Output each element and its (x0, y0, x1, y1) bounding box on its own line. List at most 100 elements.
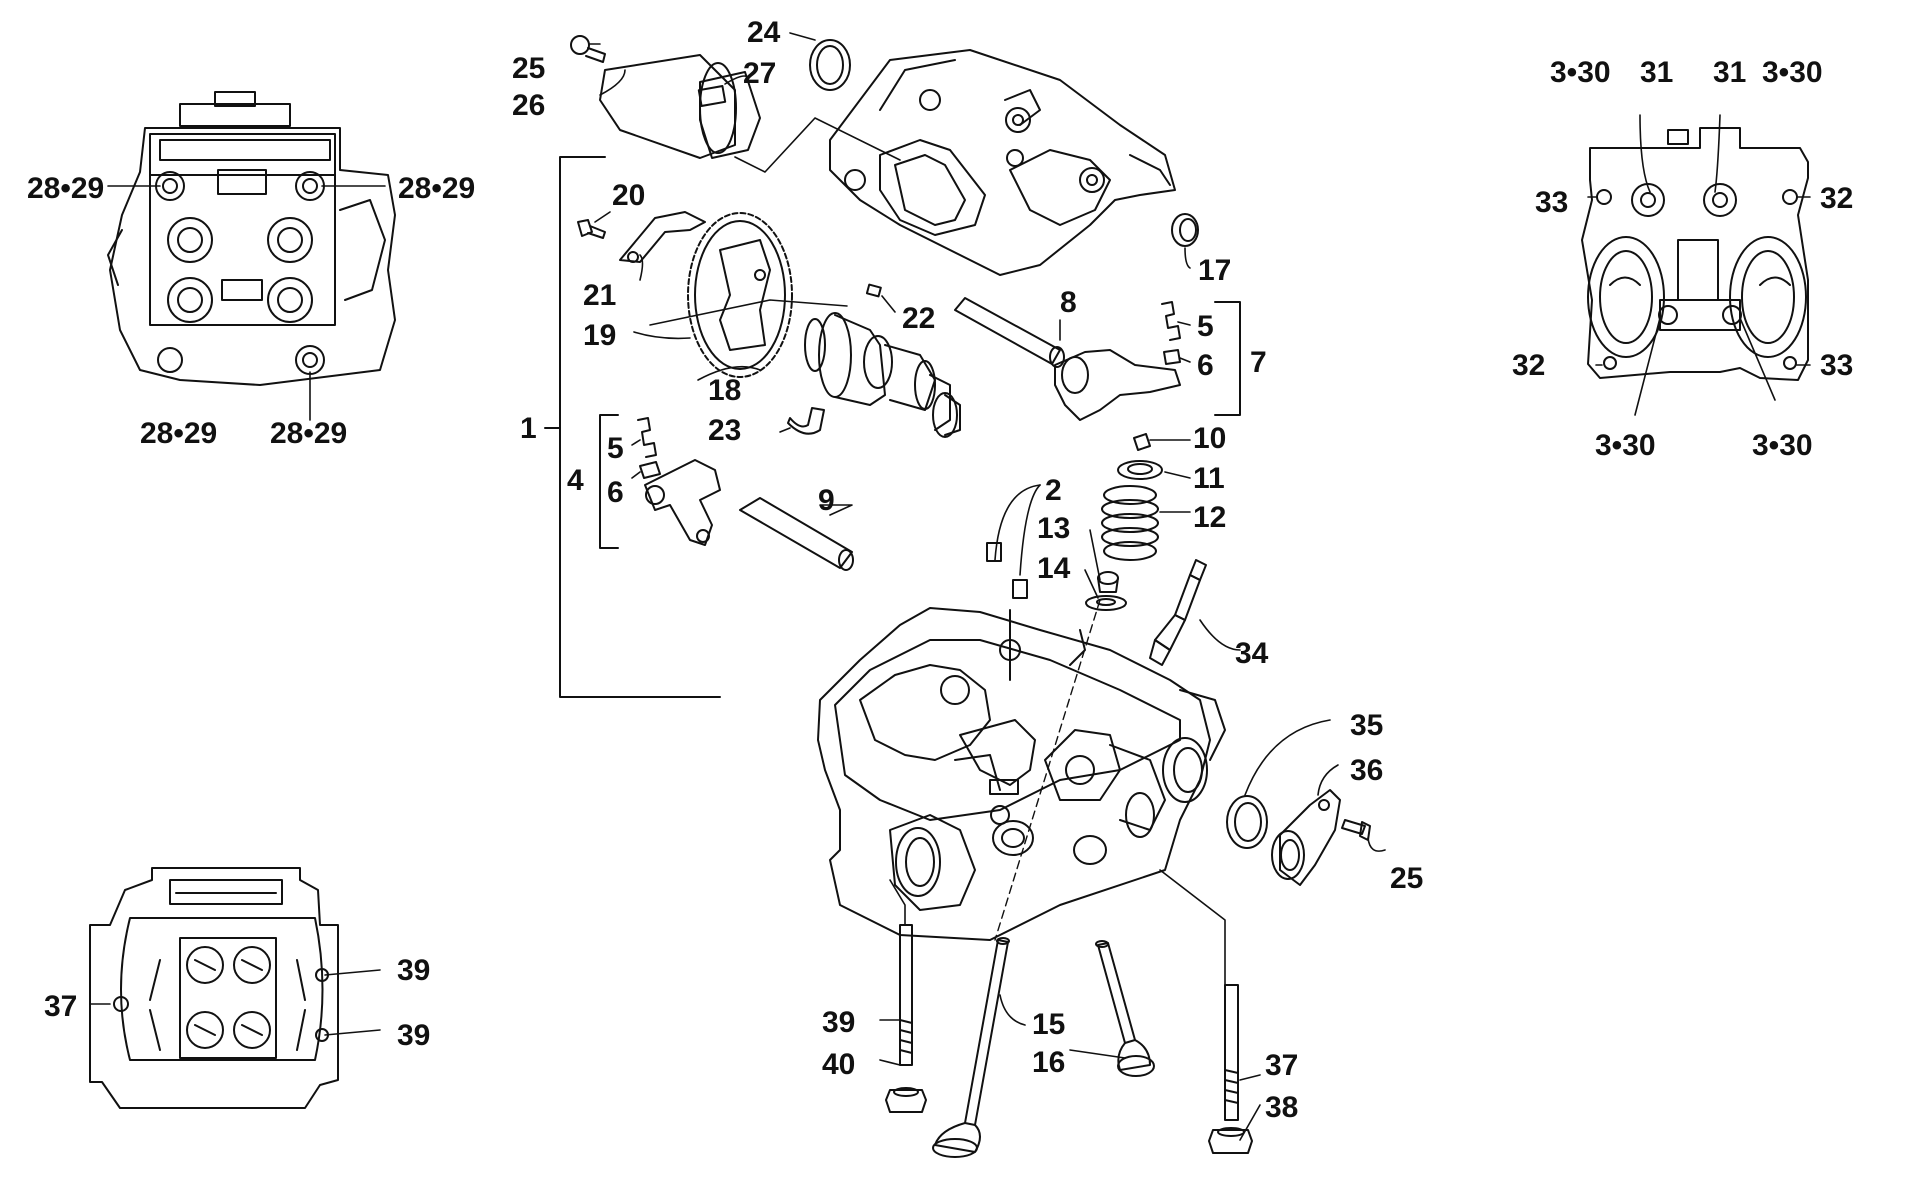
callout-39: 39 (397, 1019, 430, 1052)
callout-28-29: 28•29 (270, 417, 347, 450)
callout-10: 10 (1193, 422, 1226, 455)
callout-12: 12 (1193, 501, 1226, 534)
callout-25: 25 (512, 52, 545, 85)
valve-cover (829, 49, 1176, 276)
head-bottom-view (89, 867, 339, 1109)
o-ring-24 (809, 39, 851, 91)
callout-36: 36 (1350, 754, 1383, 787)
adjuster-5-right (1161, 301, 1181, 341)
rocker-shaft-8 (954, 297, 1065, 368)
leader-lines (89, 32, 1811, 1141)
bracket-7 (1214, 301, 1241, 416)
nut-40 (885, 1087, 927, 1113)
callout-4: 4 (567, 464, 584, 497)
lock-plate-21 (619, 211, 706, 263)
valve-cover-view (1581, 127, 1809, 381)
callout-40: 40 (822, 1048, 855, 1081)
rocker-arm-right (1054, 349, 1181, 421)
callout-3-30: 3•30 (1762, 56, 1823, 89)
spring-seat-14 (1085, 595, 1127, 611)
bolt-25-top (570, 35, 606, 63)
stud-39 (899, 924, 913, 1066)
callout-37: 37 (1265, 1049, 1298, 1082)
callout-3-30: 3•30 (1550, 56, 1611, 89)
adjuster-5-left (637, 417, 657, 458)
callout-11: 11 (1193, 462, 1225, 495)
retainer-11 (1117, 460, 1163, 480)
callout-33: 33 (1535, 186, 1568, 219)
spark-plug-34 (1149, 559, 1207, 666)
callout-14: 14 (1037, 552, 1071, 585)
fitting-36 (1271, 789, 1341, 886)
callout-31: 31 (1713, 56, 1746, 89)
adjuster-nut-6-left (639, 461, 661, 479)
callout-21: 21 (583, 279, 616, 312)
callout-39: 39 (822, 1006, 855, 1039)
valve-seal-13 (1097, 571, 1119, 593)
callout-33: 33 (1820, 349, 1853, 382)
gasket-27 (699, 71, 761, 159)
callout-27: 27 (743, 57, 776, 90)
cover-26 (599, 54, 737, 159)
callout-26: 26 (512, 89, 545, 122)
callout-22: 22 (902, 302, 935, 335)
callout-2: 2 (1045, 474, 1062, 507)
o-ring-35 (1226, 795, 1268, 849)
callout-15: 15 (1032, 1008, 1065, 1041)
plug-17 (1171, 213, 1199, 247)
clip-23 (787, 407, 825, 435)
callout-25: 25 (1390, 862, 1423, 895)
bolt-20 (577, 219, 606, 239)
callout-23: 23 (708, 414, 741, 447)
callout-24: 24 (747, 16, 781, 49)
rocker-shaft-9 (739, 497, 854, 571)
center-dashed-line (994, 599, 1101, 941)
callout-32: 32 (1512, 349, 1545, 382)
callout-19: 19 (583, 319, 616, 352)
rocker-arm-4 (644, 459, 721, 546)
callout-5: 5 (607, 432, 624, 465)
callout-7: 7 (1250, 346, 1267, 379)
callout-16: 16 (1032, 1046, 1065, 1079)
stud-37 (1224, 984, 1239, 1121)
callout-28-29: 28•29 (27, 172, 104, 205)
callout-labels: 1 2 3•30 31 31 3•30 33 32 32 33 3•30 3•3… (27, 16, 1853, 1124)
callout-3-30: 3•30 (1595, 429, 1656, 462)
callout-8: 8 (1060, 286, 1077, 319)
callout-28-29: 28•29 (398, 172, 475, 205)
keeper-10 (1133, 433, 1151, 451)
head-top-view (107, 91, 396, 386)
callout-5: 5 (1197, 310, 1214, 343)
callout-6: 6 (1197, 349, 1214, 382)
callout-13: 13 (1037, 512, 1070, 545)
callout-31: 31 (1640, 56, 1673, 89)
dowel-2 (986, 542, 1028, 599)
valve-15 (932, 937, 1010, 1158)
cylinder-head (817, 607, 1226, 941)
callout-6: 6 (607, 476, 624, 509)
callout-3-30: 3•30 (1752, 429, 1813, 462)
pin-22 (865, 283, 882, 298)
callout-38: 38 (1265, 1091, 1298, 1124)
camshaft-18 (804, 312, 961, 438)
callout-28-29: 28•29 (140, 417, 217, 450)
callout-1: 1 (520, 412, 537, 445)
callout-37: 37 (44, 990, 77, 1023)
adjuster-nut-6-right (1163, 349, 1181, 365)
callout-9: 9 (818, 484, 835, 517)
bracket-4 (599, 414, 619, 549)
valve-16 (1095, 940, 1155, 1077)
callout-35: 35 (1350, 709, 1383, 742)
bolt-25-bottom (1341, 819, 1371, 841)
assembly-bracket-1 (544, 156, 721, 698)
callout-34: 34 (1235, 637, 1269, 670)
cam-sprocket-19 (687, 212, 793, 378)
callout-39: 39 (397, 954, 430, 987)
callout-20: 20 (612, 179, 645, 212)
callout-17: 17 (1198, 254, 1231, 287)
valve-spring-12 (1101, 485, 1159, 561)
callout-32: 32 (1820, 182, 1853, 215)
callout-18: 18 (708, 374, 741, 407)
